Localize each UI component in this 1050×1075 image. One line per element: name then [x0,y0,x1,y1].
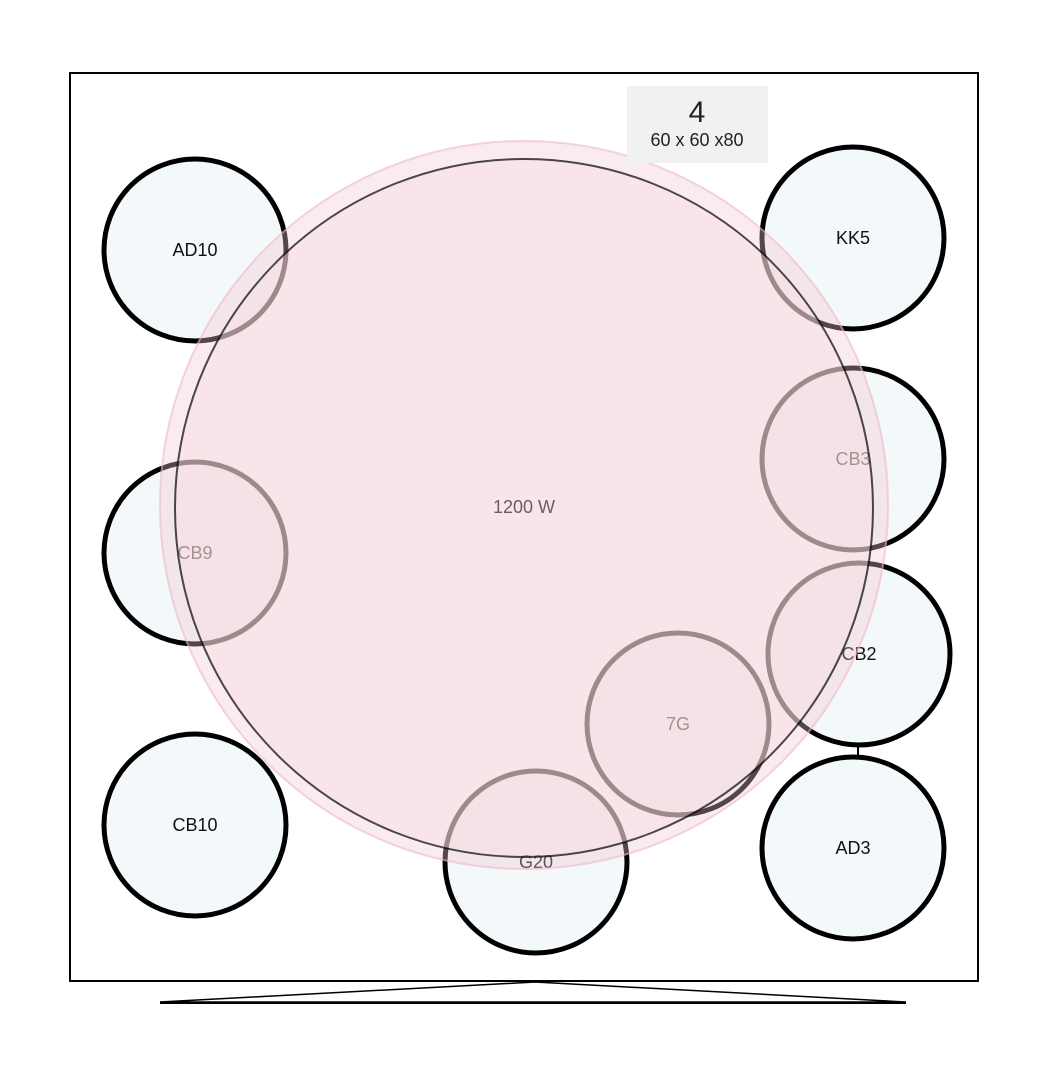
slot-circle [759,144,947,332]
connector-tick [852,745,859,757]
slot-cb10[interactable]: CB10 [101,731,289,919]
center-circle [174,158,874,858]
header-dimensions: 60 x 60 x80 [650,130,743,150]
slot-label: 7G [666,714,690,734]
base-stand [159,981,907,1003]
slot-label: AD10 [172,240,217,260]
slot-7g[interactable]: 7G [584,630,772,818]
slot-kk5[interactable]: KK5 [759,144,947,332]
slot-circle [101,731,289,919]
slot-cb3[interactable]: CB3 [759,365,947,553]
slot-label: KK5 [836,228,870,248]
slot-label: AD3 [835,838,870,858]
center-label: 1200 W [493,497,555,517]
slot-circle [584,630,772,818]
slot-ad10[interactable]: AD10 [101,156,289,344]
slot-label: CB10 [172,815,217,835]
slot-label: CB9 [177,543,212,563]
slot-cb9[interactable]: CB9 [101,459,289,647]
slot-circle [442,768,630,956]
slot-g20[interactable]: G20 [442,768,630,956]
header-number: 4 [689,96,706,129]
header-bg [627,86,768,163]
slot-circle [101,156,289,344]
header-box: 4 60 x 60 x80 [627,86,768,163]
slot-ad3[interactable]: AD3 [759,754,947,942]
slot-circle [101,459,289,647]
slot-label: CB2 [841,644,876,664]
center-area: 1200 W [159,140,889,870]
slot-circle [759,365,947,553]
center-halo [159,140,889,870]
slot-label: CB3 [835,449,870,469]
